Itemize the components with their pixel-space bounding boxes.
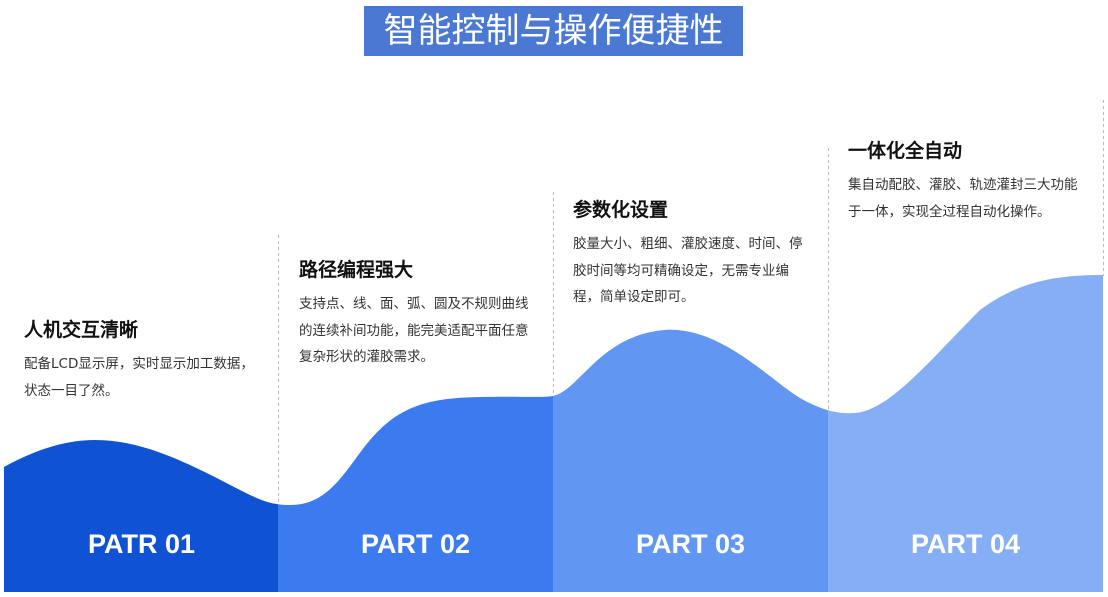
wave-segment-2 [278,396,553,592]
part-3-block: 参数化设置 胶量大小、粗细、灌胶速度、时间、停胶时间等均可精确设定，无需专业编程… [573,197,813,311]
part-2-label: PART 02 [360,529,471,559]
part-4-heading: 一体化全自动 [848,140,963,162]
part-3-heading: 参数化设置 [573,199,669,221]
part-1-label: PATR 01 [87,529,196,559]
wave-segment-4 [828,275,1103,592]
part-3-text: 胶量大小、粗细、灌胶速度、时间、停胶时间等均可精确设定，无需专业编程，简单设定即… [573,236,803,305]
part-2-heading: 路径编程强大 [299,259,414,281]
part-2-text: 支持点、线、面、弧、圆及不规则曲线的连续补间功能，能完美适配平面任意复杂形状的灌… [299,296,529,365]
part-2-block: 路径编程强大 支持点、线、面、弧、圆及不规则曲线的连续补间功能，能完美适配平面任… [299,257,539,371]
wave-segment-1 [4,440,278,592]
part-1-block: 人机交互清晰 配备LCD显示屏，实时显示加工数据，状态一目了然。 [24,317,264,404]
part-4-label: PART 04 [910,529,1021,559]
wave-segment-3 [553,329,828,592]
part-1-heading: 人机交互清晰 [24,319,139,341]
part-4-block: 一体化全自动 集自动配胶、灌胶、轨迹灌封三大功能于一体，实现全过程自动化操作。 [848,138,1088,225]
part-1-text: 配备LCD显示屏，实时显示加工数据，状态一目了然。 [24,356,254,399]
page-title: 智能控制与操作便捷性 [364,6,743,56]
part-3-label: PART 03 [635,529,746,559]
part-4-text: 集自动配胶、灌胶、轨迹灌封三大功能于一体，实现全过程自动化操作。 [848,177,1078,220]
